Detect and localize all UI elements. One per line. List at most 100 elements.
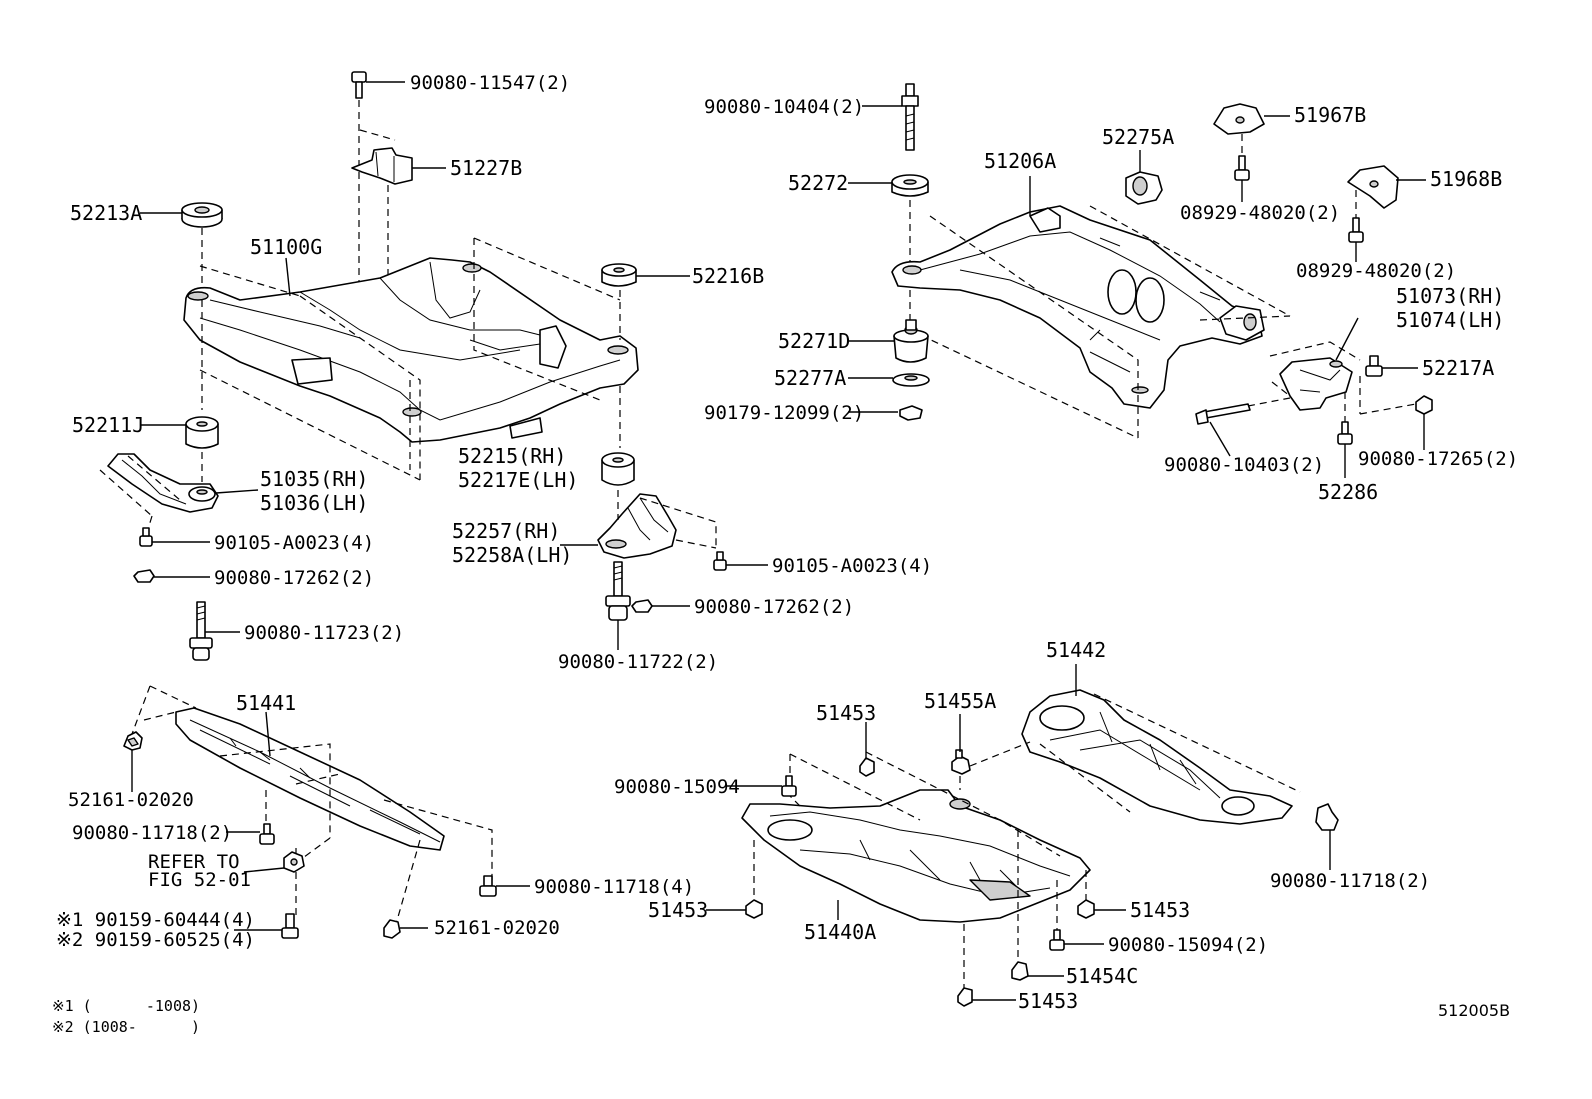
- label-90105-a0023-right: 90105-A0023(4): [772, 555, 932, 577]
- bracket-52257-icon: [597, 493, 677, 559]
- label-90080-10404: 90080-10404(2): [704, 96, 864, 118]
- bolt-icon: [139, 527, 153, 547]
- bushing-52211j-icon: [185, 416, 219, 449]
- bolt-icon: [781, 775, 797, 797]
- bolt-icon: [1049, 929, 1065, 951]
- label-51968b: 51968B: [1430, 167, 1502, 191]
- label-51074: 51074(LH): [1396, 308, 1504, 332]
- rear-member-group: [848, 83, 1433, 478]
- footnotes: ※1 ( -1008) ※2 (1008- ) 512005B: [52, 997, 1510, 1036]
- bolt-icon: [1234, 155, 1250, 181]
- footnote-2: ※2 (1008- ): [52, 1018, 200, 1036]
- bolt-icon: [281, 913, 299, 939]
- label-90080-17262-right: 90080-17262(2): [694, 596, 854, 618]
- label-90080-15094: 90080-15094: [614, 776, 740, 798]
- label-51206a: 51206A: [984, 149, 1056, 173]
- label-51073: 51073(RH): [1396, 284, 1504, 308]
- label-51454c: 51454C: [1066, 964, 1138, 988]
- clip-icon: [745, 899, 763, 919]
- fastener-icon: [283, 851, 305, 873]
- label-90159-60444: ※1 90159-60444(4): [56, 909, 255, 931]
- label-51453-top: 51453: [816, 701, 876, 725]
- clip-icon: [123, 731, 143, 751]
- label-90080-11722: 90080-11722(2): [558, 651, 718, 673]
- bolt-icon: [1315, 803, 1339, 831]
- bolt-icon: [1365, 355, 1383, 377]
- bushing-52275a-icon: [1125, 171, 1163, 205]
- label-90080-17265: 90080-17265(2): [1358, 448, 1518, 470]
- bolt-icon: [479, 875, 497, 897]
- label-90080-11718-right: 90080-11718(2): [1270, 870, 1430, 892]
- label-52286: 52286: [1318, 480, 1378, 504]
- bracket-51967b-icon: [1213, 103, 1265, 135]
- bolt-icon: [713, 551, 727, 571]
- bolt-icon: [351, 71, 367, 99]
- label-51453-bottom: 51453: [1018, 989, 1078, 1013]
- label-90080-15094-2: 90080-15094(2): [1108, 934, 1268, 956]
- bolt-icon: [189, 601, 213, 661]
- undercover-51441-icon: [175, 707, 445, 851]
- label-51453-right: 51453: [1130, 898, 1190, 922]
- label-51453-left: 51453: [648, 898, 708, 922]
- bushing-52213a-icon: [181, 202, 223, 228]
- label-52213a: 52213A: [70, 201, 142, 225]
- bushing-52272-icon: [891, 174, 929, 197]
- label-51455a: 51455A: [924, 689, 996, 713]
- front-undercover-group: [123, 685, 530, 939]
- bracket-51227b-icon: [351, 147, 413, 185]
- crossmember-51100g-icon: [183, 257, 639, 443]
- rear-member-51206a-icon: [891, 205, 1265, 409]
- front-crossmember-group: [99, 71, 768, 661]
- label-90080-10403: 90080-10403(2): [1164, 454, 1324, 476]
- label-51035: 51035(RH): [260, 467, 368, 491]
- washer-icon: [892, 373, 930, 387]
- label-51100g: 51100G: [250, 235, 322, 259]
- label-51440a: 51440A: [804, 920, 876, 944]
- label-90105-a0023-left: 90105-A0023(4): [214, 532, 374, 554]
- nut-icon: [631, 599, 653, 613]
- label-51036: 51036(LH): [260, 491, 368, 515]
- clip-icon: [957, 987, 973, 1007]
- undercover-51440a-icon: [741, 789, 1091, 923]
- label-refer-fig: FIG 52-01: [148, 869, 251, 891]
- nut-icon: [133, 569, 155, 583]
- clip-icon: [1011, 961, 1029, 981]
- label-52257: 52257(RH): [452, 519, 560, 543]
- bracket-51968b-icon: [1347, 165, 1399, 209]
- bolt-icon: [1337, 421, 1353, 445]
- label-08929-48020-a: 08929-48020(2): [1180, 202, 1340, 224]
- bolt-icon: [1195, 403, 1251, 425]
- undercover-51442-icon: [1021, 689, 1293, 825]
- label-51442: 51442: [1046, 638, 1106, 662]
- label-52277a: 52277A: [774, 366, 846, 390]
- figure-code: 512005B: [1438, 1001, 1510, 1020]
- bracket-51035-icon: [107, 453, 219, 513]
- label-90080-11723: 90080-11723(2): [244, 622, 404, 644]
- label-52272: 52272: [788, 171, 848, 195]
- clip-icon: [383, 919, 401, 939]
- bolt-icon: [1348, 217, 1364, 243]
- nut-icon: [899, 405, 923, 421]
- label-90159-60525: ※2 90159-60525(4): [56, 929, 255, 951]
- label-08929-48020-b: 08929-48020(2): [1296, 260, 1456, 282]
- label-52217e: 52217E(LH): [458, 468, 578, 492]
- label-90080-11547: 90080-11547(2): [410, 72, 570, 94]
- bushing-52271d-icon: [893, 319, 929, 363]
- label-52275a: 52275A: [1102, 125, 1174, 149]
- part-labels: 90080-11547(2) 51227B 52213A 51100G 5221…: [56, 72, 1518, 1013]
- label-52258a: 52258A(LH): [452, 543, 572, 567]
- label-52161-02020-top: 52161-02020: [68, 789, 194, 811]
- bracket-51073-icon: [1279, 357, 1353, 411]
- bushing-52216b-icon: [601, 263, 637, 287]
- engine-undercover-group: [706, 664, 1339, 1007]
- label-51441: 51441: [236, 691, 296, 715]
- label-refer-to: REFER TO: [148, 851, 240, 873]
- bushing-52215-icon: [601, 452, 635, 486]
- label-90080-17262-left: 90080-17262(2): [214, 567, 374, 589]
- label-52271d: 52271D: [778, 329, 850, 353]
- label-90080-11718-center: 90080-11718(4): [534, 876, 694, 898]
- label-51967b: 51967B: [1294, 103, 1366, 127]
- label-51227b: 51227B: [450, 156, 522, 180]
- clip-icon: [1077, 899, 1095, 919]
